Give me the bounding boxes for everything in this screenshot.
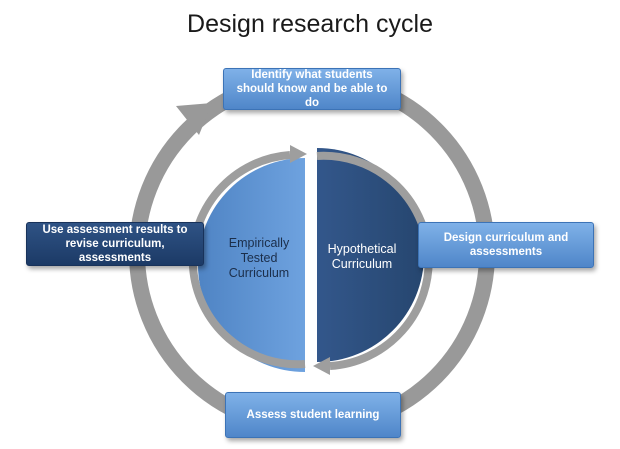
inner-arrow-left-head-icon [290,145,307,163]
inner-arrow-left-arc [188,151,306,369]
node-identify-goals-label: Identify what students should know and b… [236,69,388,109]
node-revise-curriculum: Use assessment results to revise curricu… [26,222,204,266]
node-assess-learning-label: Assess student learning [246,409,380,421]
inner-arrow-right-head-icon [313,357,330,375]
hypothetical-curriculum-label: Hypothetical Curriculum [327,242,397,271]
center-right-half [317,148,424,362]
empirically-tested-label: Empirically Tested Curriculum [228,236,290,280]
node-design-curriculum-label: Design curriculum and assessments [443,232,569,258]
outer-arrowhead-icon [176,103,212,135]
diagram-title: Design research cycle [187,10,433,38]
center-left-half [198,158,305,372]
node-identify-goals: Identify what students should know and b… [223,68,401,110]
node-revise-curriculum-label: Use assessment results to revise curricu… [42,224,188,264]
node-design-curriculum: Design curriculum and assessments [418,222,594,268]
node-assess-learning: Assess student learning [225,392,401,438]
